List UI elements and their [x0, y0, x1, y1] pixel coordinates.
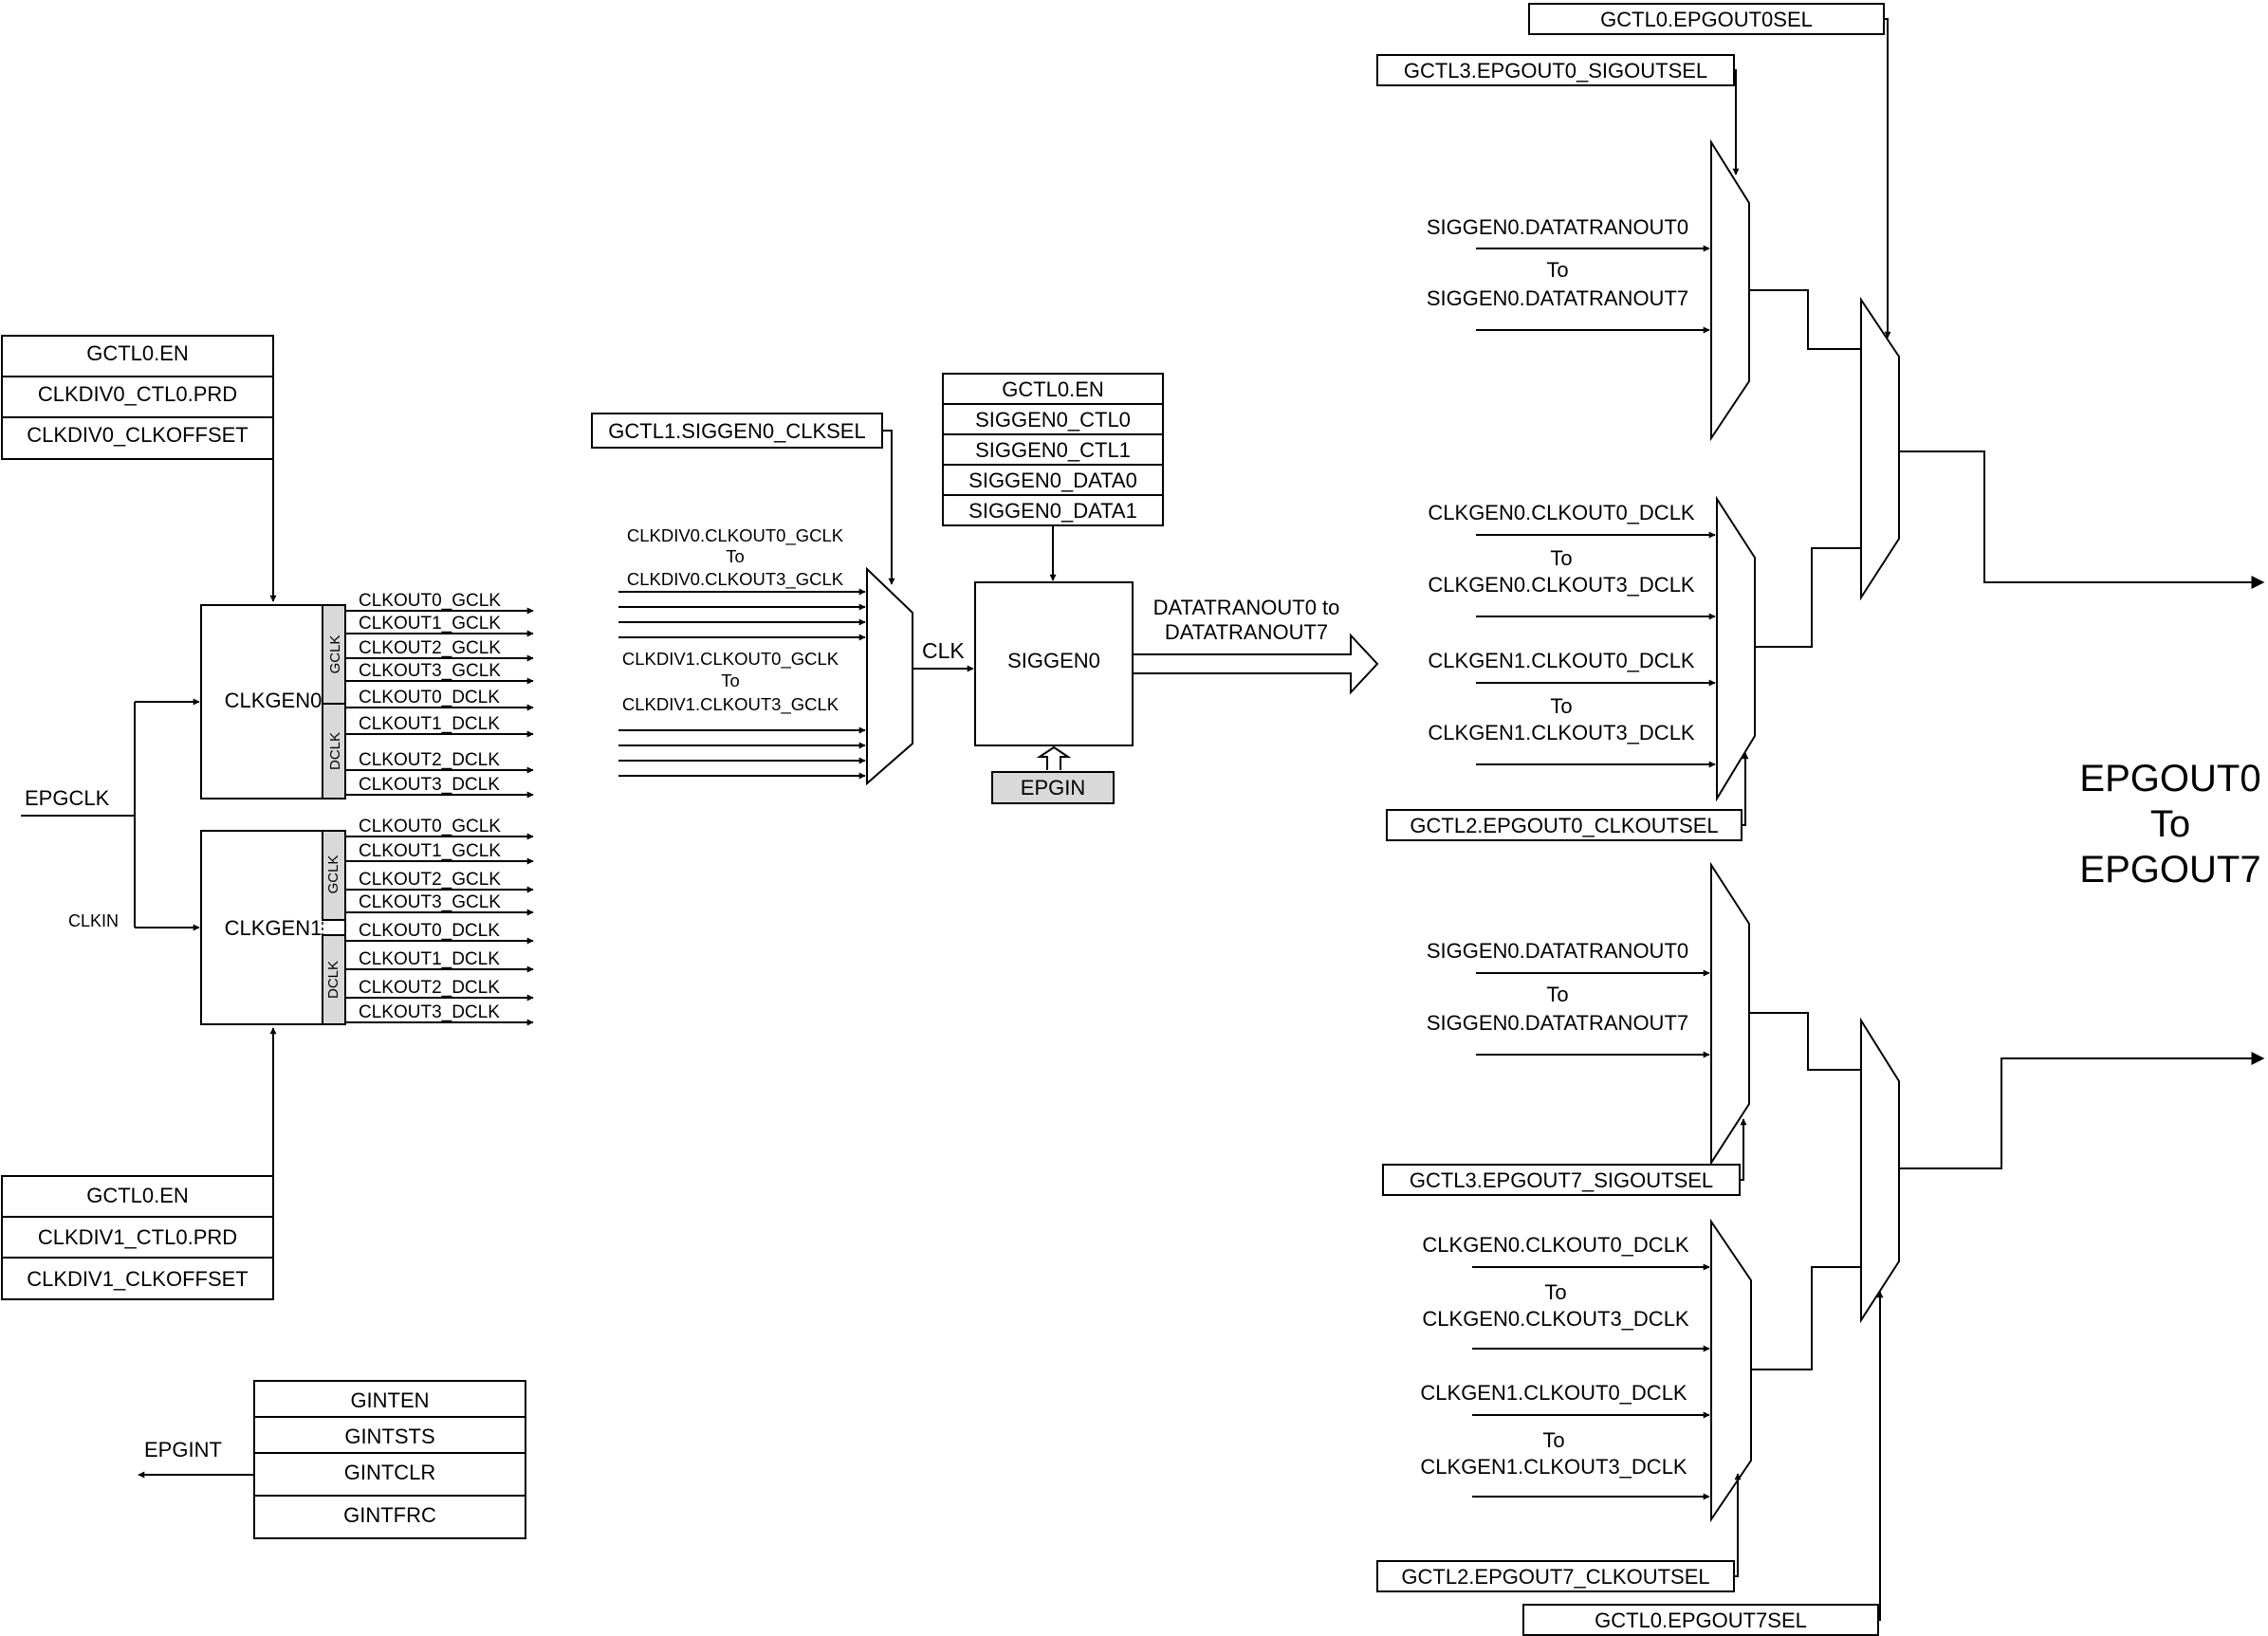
clk-to-label: To — [1550, 694, 1572, 718]
clkout-label: CLKOUT3_DCLK — [359, 775, 500, 795]
siggen0-name: SIGGEN0 — [1007, 649, 1100, 672]
clkgen1-dclk-tab: DCLK — [325, 961, 341, 999]
epgout-label-line: EPGOUT7 — [2079, 849, 2260, 891]
epgclk-label: EPGCLK — [25, 786, 110, 810]
clk-input-label: CLKGEN0.CLKOUT3_DCLK — [1428, 573, 1695, 597]
clkdiv1-register-stack: GCTL0.EN CLKDIV1_CTL0.PRD CLKDIV1_CLKOFF… — [1, 1175, 274, 1300]
epgin-label: EPGIN — [1021, 776, 1085, 800]
clkout-label: CLKOUT1_DCLK — [359, 949, 500, 969]
clkout-label: CLKOUT2_DCLK — [359, 750, 500, 770]
epgout-label-line: EPGOUT0 — [2079, 758, 2260, 800]
clkdiv0-register-stack: GCTL0.EN CLKDIV0_CTL0.PRD CLKDIV0_CLKOFF… — [1, 335, 274, 460]
sig-input-label: SIGGEN0.DATATRANOUT0 — [1427, 939, 1688, 963]
clkout-label: CLKOUT1_GCLK — [359, 841, 501, 861]
clkgen0-dclk-tab: DCLK — [327, 732, 343, 770]
clk-input-label: CLKGEN1.CLKOUT0_DCLK — [1428, 649, 1695, 672]
sig-to-label: To — [1546, 983, 1568, 1006]
register-label: SIGGEN0_CTL1 — [975, 438, 1131, 462]
register-label: GCTL0.EN — [86, 341, 189, 365]
register-label: CLKDIV1_CTL0.PRD — [38, 1225, 237, 1249]
register-label: GINTCLR — [344, 1461, 436, 1484]
clkdiv1-input-label: CLKDIV1.CLKOUT3_GCLK — [622, 694, 839, 715]
clk-label: CLK — [922, 638, 965, 663]
clk-input-label: CLKGEN0.CLKOUT0_DCLK — [1428, 501, 1695, 524]
clkgen0-name: CLKGEN0 — [225, 689, 323, 712]
clkgen0-outputs: CLKOUT0_GCLK CLKOUT1_GCLK CLKOUT2_GCLK CLKO… — [345, 591, 534, 799]
clkgen1-gclk-tab: GCLK — [325, 855, 341, 894]
clkgen1-outputs: CLKOUT0_GCLKCLKOUT1_GCLKCLKOUT2_GCLKCLKO… — [345, 817, 534, 1026]
datatranout-bus-arrow: DATATRANOUT0 to DATATRANOUT7 — [1133, 596, 1379, 695]
register-label: SIGGEN0_DATA1 — [968, 499, 1137, 523]
siggen-clksel-label: GCTL1.SIGGEN0_CLKSEL — [608, 419, 865, 443]
clkout-label: CLKOUT3_GCLK — [359, 892, 501, 912]
sig-input-label: SIGGEN0.DATATRANOUT7 — [1427, 1011, 1688, 1035]
clkout-label: CLKOUT3_GCLK — [359, 661, 501, 681]
clkgen0-gclk-tab: GCLK — [327, 635, 343, 674]
epgout0sel-label: GCTL0.EPGOUT0SEL — [1600, 8, 1813, 31]
register-label: GINTSTS — [344, 1425, 434, 1448]
clkdiv0-input-label: CLKDIV0.CLKOUT0_GCLK — [627, 525, 844, 546]
clkgen1-name: CLKGEN1 — [225, 916, 323, 940]
clk-to-label: To — [1542, 1428, 1564, 1452]
clk-input-label: CLKGEN1.CLKOUT0_DCLK — [1420, 1381, 1687, 1405]
register-label: GCTL0.EN — [1002, 377, 1104, 401]
epgclk-input: EPGCLK CLKIN — [21, 698, 200, 931]
epgout7sel-label: GCTL0.EPGOUT7SEL — [1595, 1608, 1807, 1632]
clkout-label: CLKOUT2_GCLK — [359, 870, 501, 890]
register-label: SIGGEN0_DATA0 — [968, 469, 1137, 492]
sig-input-label: SIGGEN0.DATATRANOUT7 — [1427, 286, 1688, 310]
epgout0-path: GCTL0.EPGOUT0SEL GCTL3.EPGOUT0_SIGOUTSEL… — [1376, 3, 2265, 841]
clk-input-label: CLKGEN0.CLKOUT0_DCLK — [1422, 1233, 1689, 1257]
clkdiv1-to-label: To — [721, 671, 740, 690]
epgout7-sigoutsel-label: GCTL3.EPGOUT7_SIGOUTSEL — [1410, 1168, 1713, 1192]
register-label: GINTEN — [350, 1388, 429, 1412]
clkout-label: CLKOUT2_DCLK — [359, 978, 500, 998]
mux-input-lines — [618, 588, 866, 780]
register-label: GINTFRC — [343, 1503, 436, 1527]
siggen0-register-stack: GCTL0.EN SIGGEN0_CTL0 SIGGEN0_CTL1 SIGGE… — [942, 373, 1164, 526]
sig-to-label: To — [1546, 258, 1568, 282]
register-label: CLKDIV0_CTL0.PRD — [38, 382, 237, 406]
clkdiv0-to-label: To — [726, 546, 745, 566]
clkout-label: CLKOUT0_GCLK — [359, 591, 501, 611]
epgout-range-label: EPGOUT0 To EPGOUT7 — [2079, 758, 2260, 891]
interrupt-register-stack: GINTEN GINTSTS GINTCLR GINTFRC — [253, 1380, 526, 1539]
clkout-label: CLKOUT0_GCLK — [359, 817, 501, 836]
siggen0-block: SIGGEN0 — [974, 581, 1134, 746]
clkdiv1-input-label: CLKDIV1.CLKOUT0_GCLK — [622, 649, 839, 670]
datatranout-label: DATATRANOUT0 to — [1153, 596, 1340, 619]
epgout-label-line: To — [2150, 803, 2190, 845]
register-label: SIGGEN0_CTL0 — [975, 408, 1131, 432]
register-label: CLKDIV0_CLKOFFSET — [27, 423, 249, 447]
datatranout-label: DATATRANOUT7 — [1165, 620, 1328, 644]
clkout-label: CLKOUT0_DCLK — [359, 921, 500, 941]
clkout-label: CLKOUT0_DCLK — [359, 688, 500, 708]
epgin-input: EPGIN — [991, 745, 1115, 804]
epgint-label: EPGINT — [144, 1438, 222, 1461]
clk-input-label: CLKGEN1.CLKOUT3_DCLK — [1420, 1455, 1687, 1479]
clkout-label: CLKOUT1_GCLK — [359, 614, 501, 634]
epgout0-clkoutsel-label: GCTL2.EPGOUT0_CLKOUTSEL — [1410, 814, 1718, 837]
siggen-clock-mux: GCTL1.SIGGEN0_CLKSEL CLKDIV0.CLKOUT0_GCL… — [591, 413, 974, 786]
clk-to-label: To — [1544, 1280, 1566, 1304]
clkout-label: CLKOUT1_DCLK — [359, 714, 500, 734]
sig-input-label: SIGGEN0.DATATRANOUT0 — [1427, 215, 1688, 239]
epgout7-path: SIGGEN0.DATATRANOUT0 To SIGGEN0.DATATRAN… — [1376, 861, 2265, 1636]
clkout-label: CLKOUT3_DCLK — [359, 1002, 500, 1022]
clkgen1-block: CLKGEN1 GCLK DCLK — [200, 830, 346, 1025]
epgout7-clkoutsel-label: GCTL2.EPGOUT7_CLKOUTSEL — [1401, 1565, 1709, 1589]
clk-input-label: CLKGEN0.CLKOUT3_DCLK — [1422, 1307, 1689, 1331]
register-label: CLKDIV1_CLKOFFSET — [27, 1267, 249, 1291]
clkin-label: CLKIN — [68, 911, 119, 930]
register-label: GCTL0.EN — [86, 1184, 189, 1207]
clk-input-label: CLKGEN1.CLKOUT3_DCLK — [1428, 721, 1695, 744]
clkgen0-block: CLKGEN0 GCLK DCLK — [200, 604, 346, 800]
clkout-label: CLKOUT2_GCLK — [359, 638, 501, 658]
clk-to-label: To — [1550, 546, 1572, 570]
clkdiv0-input-label: CLKDIV0.CLKOUT3_GCLK — [627, 569, 844, 590]
epgout0-sigoutsel-label: GCTL3.EPGOUT0_SIGOUTSEL — [1404, 59, 1707, 83]
